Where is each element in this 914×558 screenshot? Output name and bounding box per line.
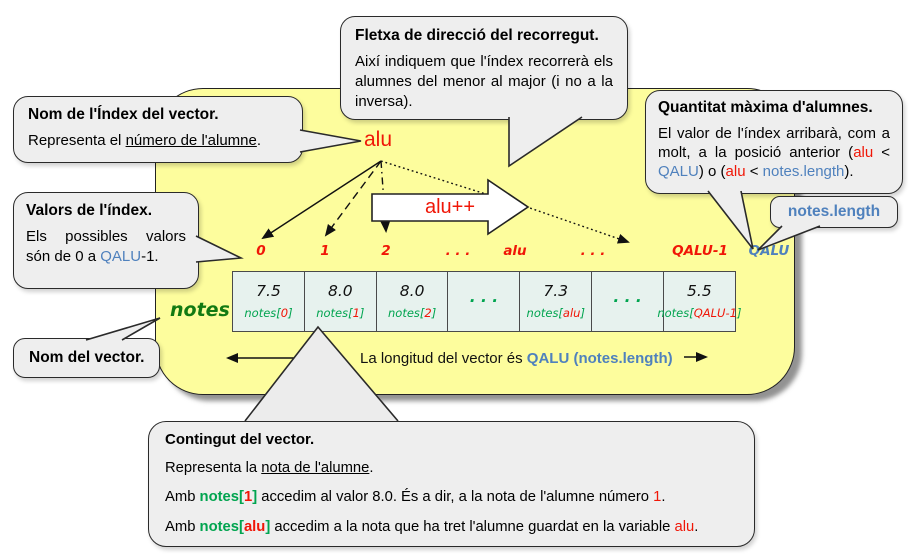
vector-length-caption: La longitud del vector és QALU (notes.le… bbox=[360, 350, 673, 367]
callout-title: Fletxa de direcció del recorregut. bbox=[355, 27, 599, 44]
callout-body: Així indiquem que l'índex recorrerà els … bbox=[355, 53, 613, 110]
callout-body: Representa el número de l'alumne. bbox=[28, 132, 262, 149]
callout-title: Quantitat màxima d'alumnes. bbox=[658, 99, 873, 116]
callout-title: Nom de l'Índex del vector. bbox=[28, 106, 219, 123]
cell-label: notes[QALU-1] bbox=[657, 305, 742, 320]
callout-tail-vector-name bbox=[85, 317, 161, 341]
callout-max-quantity: Quantitat màxima d'alumnes. El valor de … bbox=[645, 90, 903, 194]
cell-label: notes[1] bbox=[316, 305, 365, 320]
vector-name-label: notes bbox=[170, 299, 230, 321]
vector-cell-ellipsis: . . . bbox=[447, 271, 521, 332]
length-variable-label: QALU bbox=[748, 243, 790, 259]
callout-body: Els possibles valors són de 0 a QALU-1. bbox=[26, 228, 186, 265]
index-value-1: 1 bbox=[320, 243, 330, 259]
cell-label: notes[2] bbox=[388, 305, 437, 320]
callout-line: Representa la nota de l'alumne. bbox=[165, 460, 374, 476]
callout-title: Valors de l'índex. bbox=[26, 202, 153, 219]
increment-label: alu++ bbox=[424, 196, 476, 218]
vector-cells: 7.5 notes[0] 8.0 notes[1] 8.0 notes[2] .… bbox=[232, 271, 741, 332]
vector-cell: 8.0 notes[2] bbox=[375, 271, 449, 332]
cell-value: 8.0 bbox=[327, 282, 353, 300]
index-variable-label: alu bbox=[364, 128, 393, 151]
index-value-2: 2 bbox=[381, 243, 391, 259]
callout-index-values: Valors de l'índex. Els possibles valors … bbox=[13, 192, 199, 289]
index-value-alu: alu bbox=[503, 243, 527, 259]
cell-value: 5.5 bbox=[687, 282, 712, 300]
callout-body: El valor de l'índex arribarà, com a molt… bbox=[658, 125, 891, 181]
vector-cell: 8.0 notes[1] bbox=[303, 271, 377, 332]
callout-vector-name: Nom del vector. bbox=[13, 338, 160, 378]
index-ellipsis: . . . bbox=[580, 243, 606, 259]
callout-index-name: Nom de l'Índex del vector. Representa el… bbox=[13, 96, 303, 163]
cell-value: . . . bbox=[613, 287, 642, 306]
callout-line: Amb notes[alu] accedim a la nota que ha … bbox=[165, 518, 699, 535]
notes-length-badge: notes.length bbox=[770, 196, 898, 228]
vector-cell: 7.3 notes[alu] bbox=[519, 271, 593, 332]
cell-label: notes[alu] bbox=[526, 305, 585, 320]
callout-direction: Fletxa de direcció del recorregut. Així … bbox=[340, 16, 628, 120]
index-value-qalu-1: QALU-1 bbox=[672, 243, 728, 259]
index-ellipsis: . . . bbox=[445, 243, 471, 259]
cell-value: 8.0 bbox=[399, 282, 425, 300]
cell-value: 7.3 bbox=[543, 282, 569, 300]
index-value-0: 0 bbox=[256, 243, 266, 259]
cell-value: . . . bbox=[469, 287, 499, 306]
callout-title: Contingut del vector. bbox=[165, 431, 315, 448]
callout-content: Contingut del vector. Representa la nota… bbox=[148, 421, 755, 547]
vector-cell-ellipsis: . . . bbox=[591, 271, 665, 332]
vector-cell: 5.5 notes[QALU-1] bbox=[657, 271, 741, 332]
vector-cell: 7.5 notes[0] bbox=[232, 271, 305, 332]
callout-line: Amb notes[1] accedim al valor 8.0. És a … bbox=[165, 489, 666, 506]
cell-value: 7.5 bbox=[256, 282, 281, 300]
cell-label: notes[0] bbox=[244, 305, 293, 320]
